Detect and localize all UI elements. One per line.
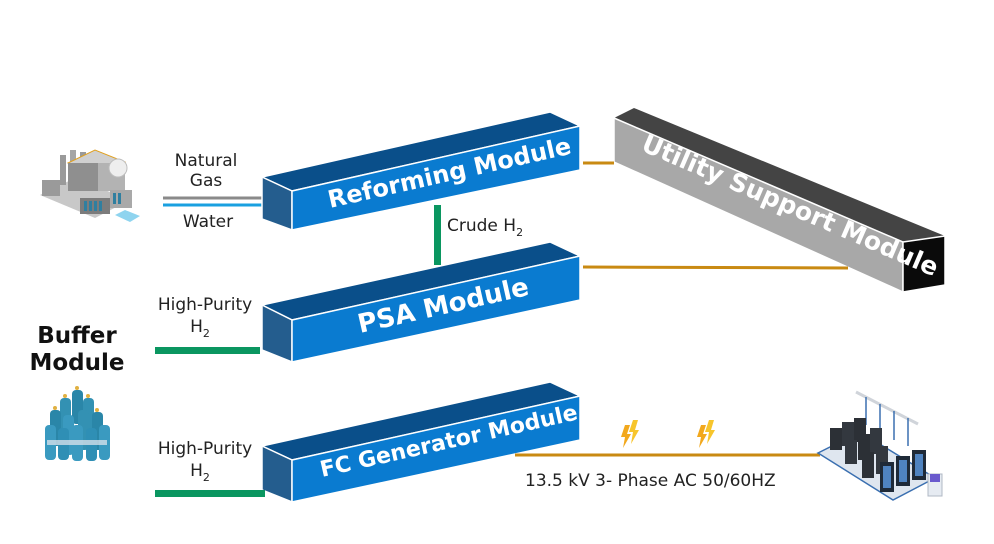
utility-module-end bbox=[902, 235, 946, 293]
utility-line-psa bbox=[582, 265, 849, 270]
fc-h2-line bbox=[155, 490, 265, 497]
psa-high-purity-label: High-Purity bbox=[158, 295, 252, 315]
factory-icon bbox=[40, 149, 140, 222]
fc-h2-label: H2 bbox=[190, 461, 210, 484]
reforming-module[interactable]: Reforming Module bbox=[259, 111, 583, 232]
psa-h2-line bbox=[155, 347, 260, 354]
utility-module-top bbox=[614, 108, 945, 242]
psa-module-front bbox=[291, 255, 581, 363]
utility-support-module[interactable]: Utility Support Module bbox=[613, 108, 946, 294]
buffer-module-label-line2: Module bbox=[29, 350, 124, 376]
natural-gas-label-line2: Gas bbox=[190, 171, 223, 191]
psa-h2-label: H2 bbox=[190, 317, 210, 340]
server-racks-icon bbox=[816, 390, 943, 501]
lightning-icon bbox=[697, 420, 715, 448]
gas-cylinders-icon bbox=[45, 386, 110, 461]
crude-h2-label: Crude H2 bbox=[447, 216, 523, 239]
lightning-icon bbox=[621, 420, 639, 448]
water-label: Water bbox=[183, 212, 233, 232]
crude-h2-line bbox=[434, 205, 441, 265]
power-output-label: 13.5 kV 3- Phase AC 50/60HZ bbox=[525, 471, 776, 491]
psa-module[interactable]: PSA Module bbox=[259, 241, 583, 364]
fc-high-purity-label: High-Purity bbox=[158, 439, 252, 459]
buffer-module-label-line1: Buffer bbox=[37, 323, 117, 349]
reforming-module-front bbox=[291, 125, 581, 231]
utility-module-label: Utility Support Module bbox=[638, 129, 943, 282]
fc-module-front bbox=[291, 395, 581, 503]
natural-gas-label-line1: Natural bbox=[175, 151, 238, 171]
